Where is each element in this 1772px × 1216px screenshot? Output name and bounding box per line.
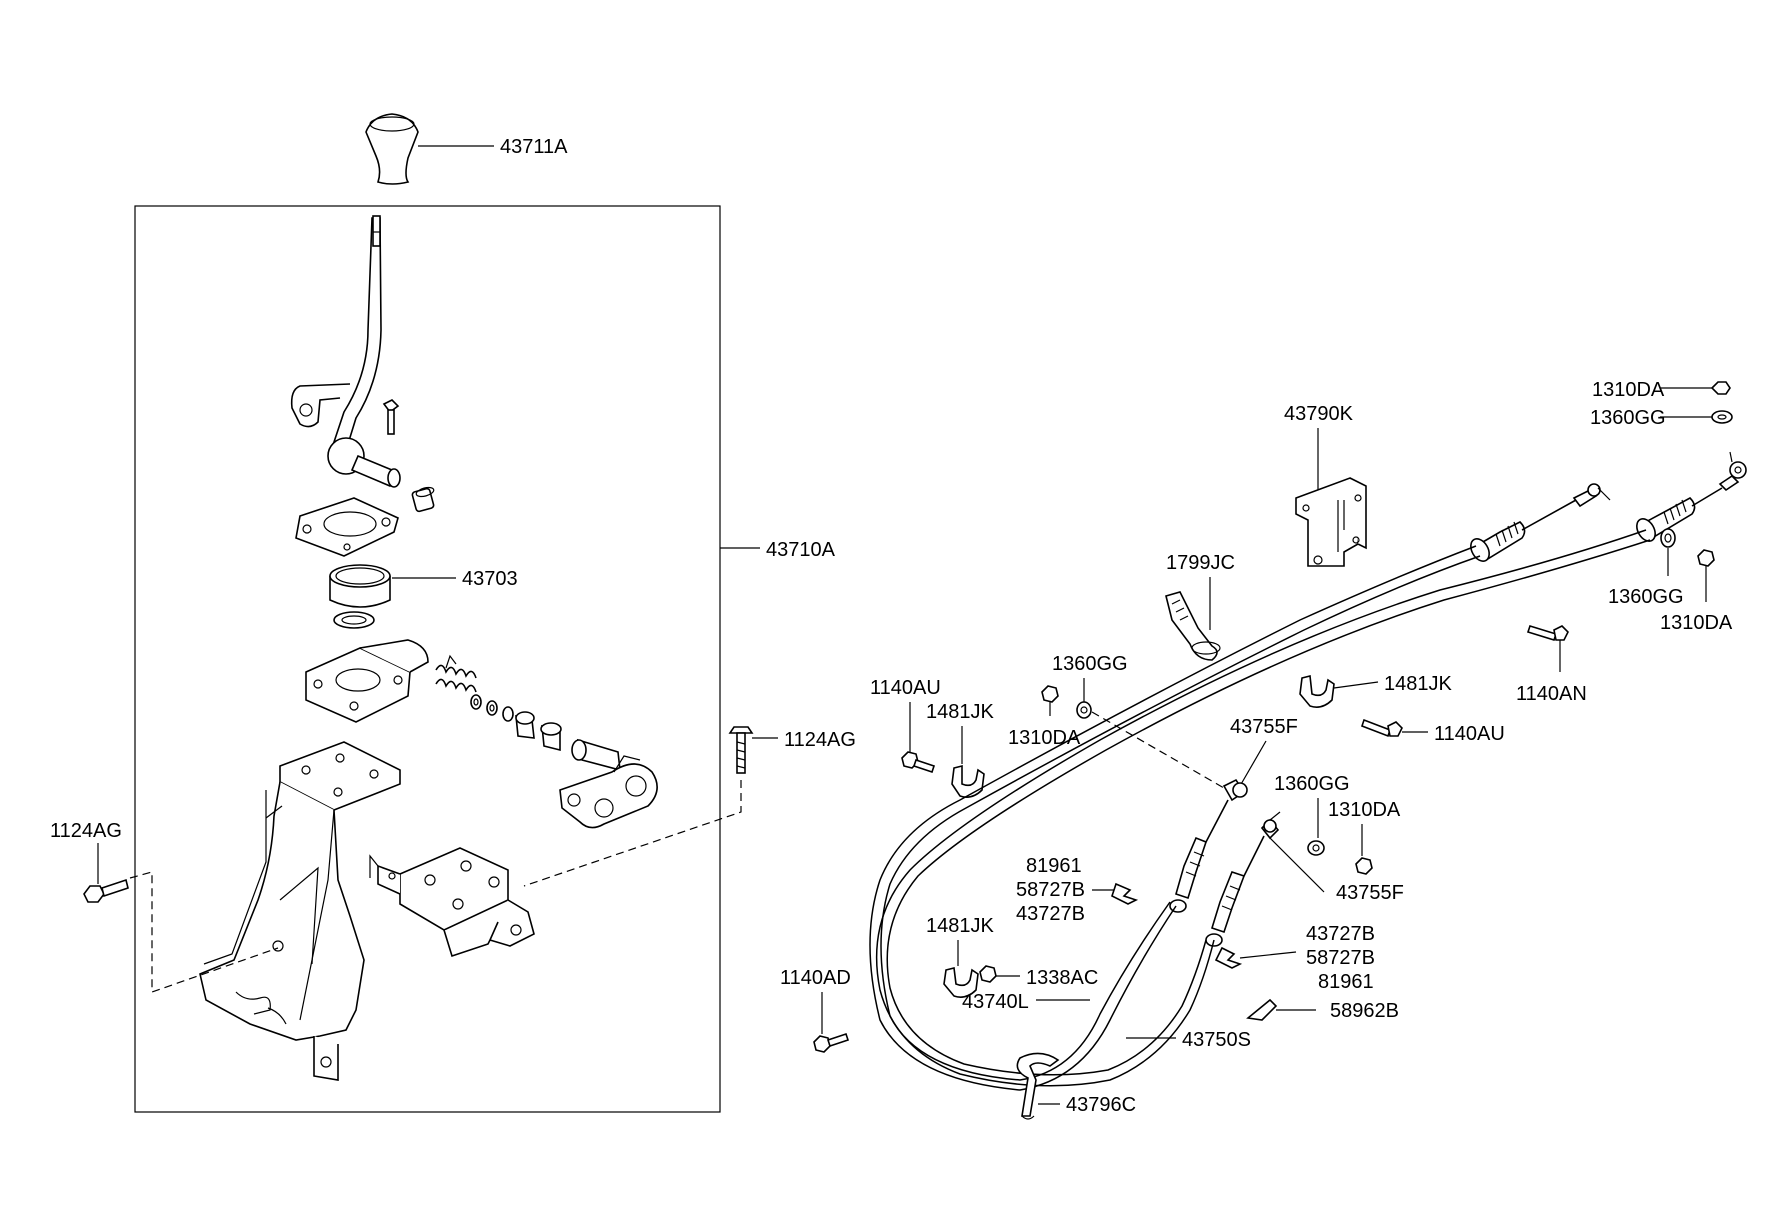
pivot-bushes — [515, 711, 562, 752]
spring — [435, 654, 477, 693]
cable-end-lower — [1169, 778, 1281, 947]
cable-43750S — [875, 529, 1651, 1087]
label-43710A: 43710A — [766, 539, 836, 561]
nut-1310DA-mid — [1041, 685, 1059, 703]
selector-arm — [559, 738, 658, 829]
washer-1360GG-top — [1711, 410, 1733, 424]
label-1360GG-right: 1360GG — [1608, 586, 1684, 608]
label-1481JK-left: 1481JK — [926, 701, 994, 723]
bolt-1140AU-right — [1360, 718, 1403, 738]
label-1481JK-right: 1481JK — [1384, 673, 1452, 695]
label-43727B-right: 43727B — [1306, 923, 1375, 945]
label-1310DA-mid: 1310DA — [1008, 727, 1081, 749]
bolt-1140AN — [1526, 625, 1569, 641]
label-1124AG-right: 1124AG — [784, 729, 856, 751]
label-43755F-low: 43755F — [1336, 882, 1404, 904]
label-81961-right: 81961 — [1318, 971, 1374, 993]
label-1360GG-mid: 1360GG — [1052, 653, 1128, 675]
pad-58962B — [1246, 998, 1278, 1021]
bushing-43703 — [329, 564, 391, 608]
label-58962B: 58962B — [1330, 1000, 1399, 1022]
upper-plate — [295, 497, 399, 557]
label-43727B-left: 43727B — [1016, 903, 1085, 925]
label-43703: 43703 — [462, 568, 518, 590]
clip-43796C — [1016, 1052, 1060, 1120]
label-43790K: 43790K — [1284, 403, 1354, 425]
cable-bracket-43790K — [1295, 477, 1367, 567]
bolt-1140AD — [813, 1032, 850, 1053]
shift-lever — [290, 215, 401, 488]
small-bolt-lever — [382, 399, 400, 435]
label-1310DA-low: 1310DA — [1328, 799, 1401, 821]
label-43796C: 43796C — [1066, 1094, 1136, 1116]
lever-housing — [305, 639, 429, 723]
clip-1481JK-left — [951, 764, 985, 798]
cable-43740L — [869, 545, 1481, 1091]
assembly-frame — [134, 205, 721, 1113]
label-1310DA-right: 1310DA — [1660, 612, 1733, 634]
bolt-1140AU-left — [901, 751, 936, 774]
washer-1360GG-low — [1307, 840, 1325, 856]
small-bush — [411, 486, 435, 513]
label-1310DA-top: 1310DA — [1592, 379, 1665, 401]
clip-plate-left — [1111, 882, 1139, 905]
label-1360GG-low: 1360GG — [1274, 773, 1350, 795]
label-1338AC: 1338AC — [1026, 967, 1098, 989]
label-1140AU-left: 1140AU — [870, 677, 941, 699]
washer-1360GG-mid — [1076, 701, 1092, 719]
label-1360GG-top: 1360GG — [1590, 407, 1666, 429]
nut-1310DA-low — [1355, 857, 1373, 875]
small-bracket — [369, 847, 535, 958]
clip-plate-right — [1214, 946, 1243, 969]
label-81961-left: 81961 — [1026, 855, 1082, 877]
label-1124AG-left: 1124AG — [50, 820, 122, 842]
nut-1310DA-top — [1710, 381, 1731, 395]
main-bracket — [199, 741, 401, 1081]
clip-1481JK-right — [1299, 675, 1335, 708]
label-58727B-right: 58727B — [1306, 947, 1375, 969]
label-43750S: 43750S — [1182, 1029, 1251, 1051]
clip-1481JK-low — [943, 967, 979, 998]
small-washers — [470, 694, 514, 722]
label-43711A: 43711A — [500, 136, 568, 158]
bolt-1124AG-left — [83, 878, 129, 903]
cable-tie-1799JC — [1165, 591, 1221, 661]
label-1140AN: 1140AN — [1516, 683, 1587, 705]
label-1799JC: 1799JC — [1166, 552, 1235, 574]
shift-knob — [365, 113, 419, 185]
nut-1310DA-right — [1697, 549, 1715, 567]
label-43755F-top: 43755F — [1230, 716, 1298, 738]
bolt-1124AG-right — [728, 726, 754, 774]
label-58727B-left: 58727B — [1016, 879, 1085, 901]
cable-end-upper — [1470, 451, 1747, 562]
label-1140AU-right: 1140AU — [1434, 723, 1505, 745]
label-1140AD: 1140AD — [780, 967, 851, 989]
label-43740L: 43740L — [962, 991, 1029, 1013]
seal-ring — [333, 611, 375, 629]
washer-1360GG-right — [1660, 528, 1676, 548]
label-1481JK-low: 1481JK — [926, 915, 994, 937]
nut-1338AC — [979, 965, 997, 983]
